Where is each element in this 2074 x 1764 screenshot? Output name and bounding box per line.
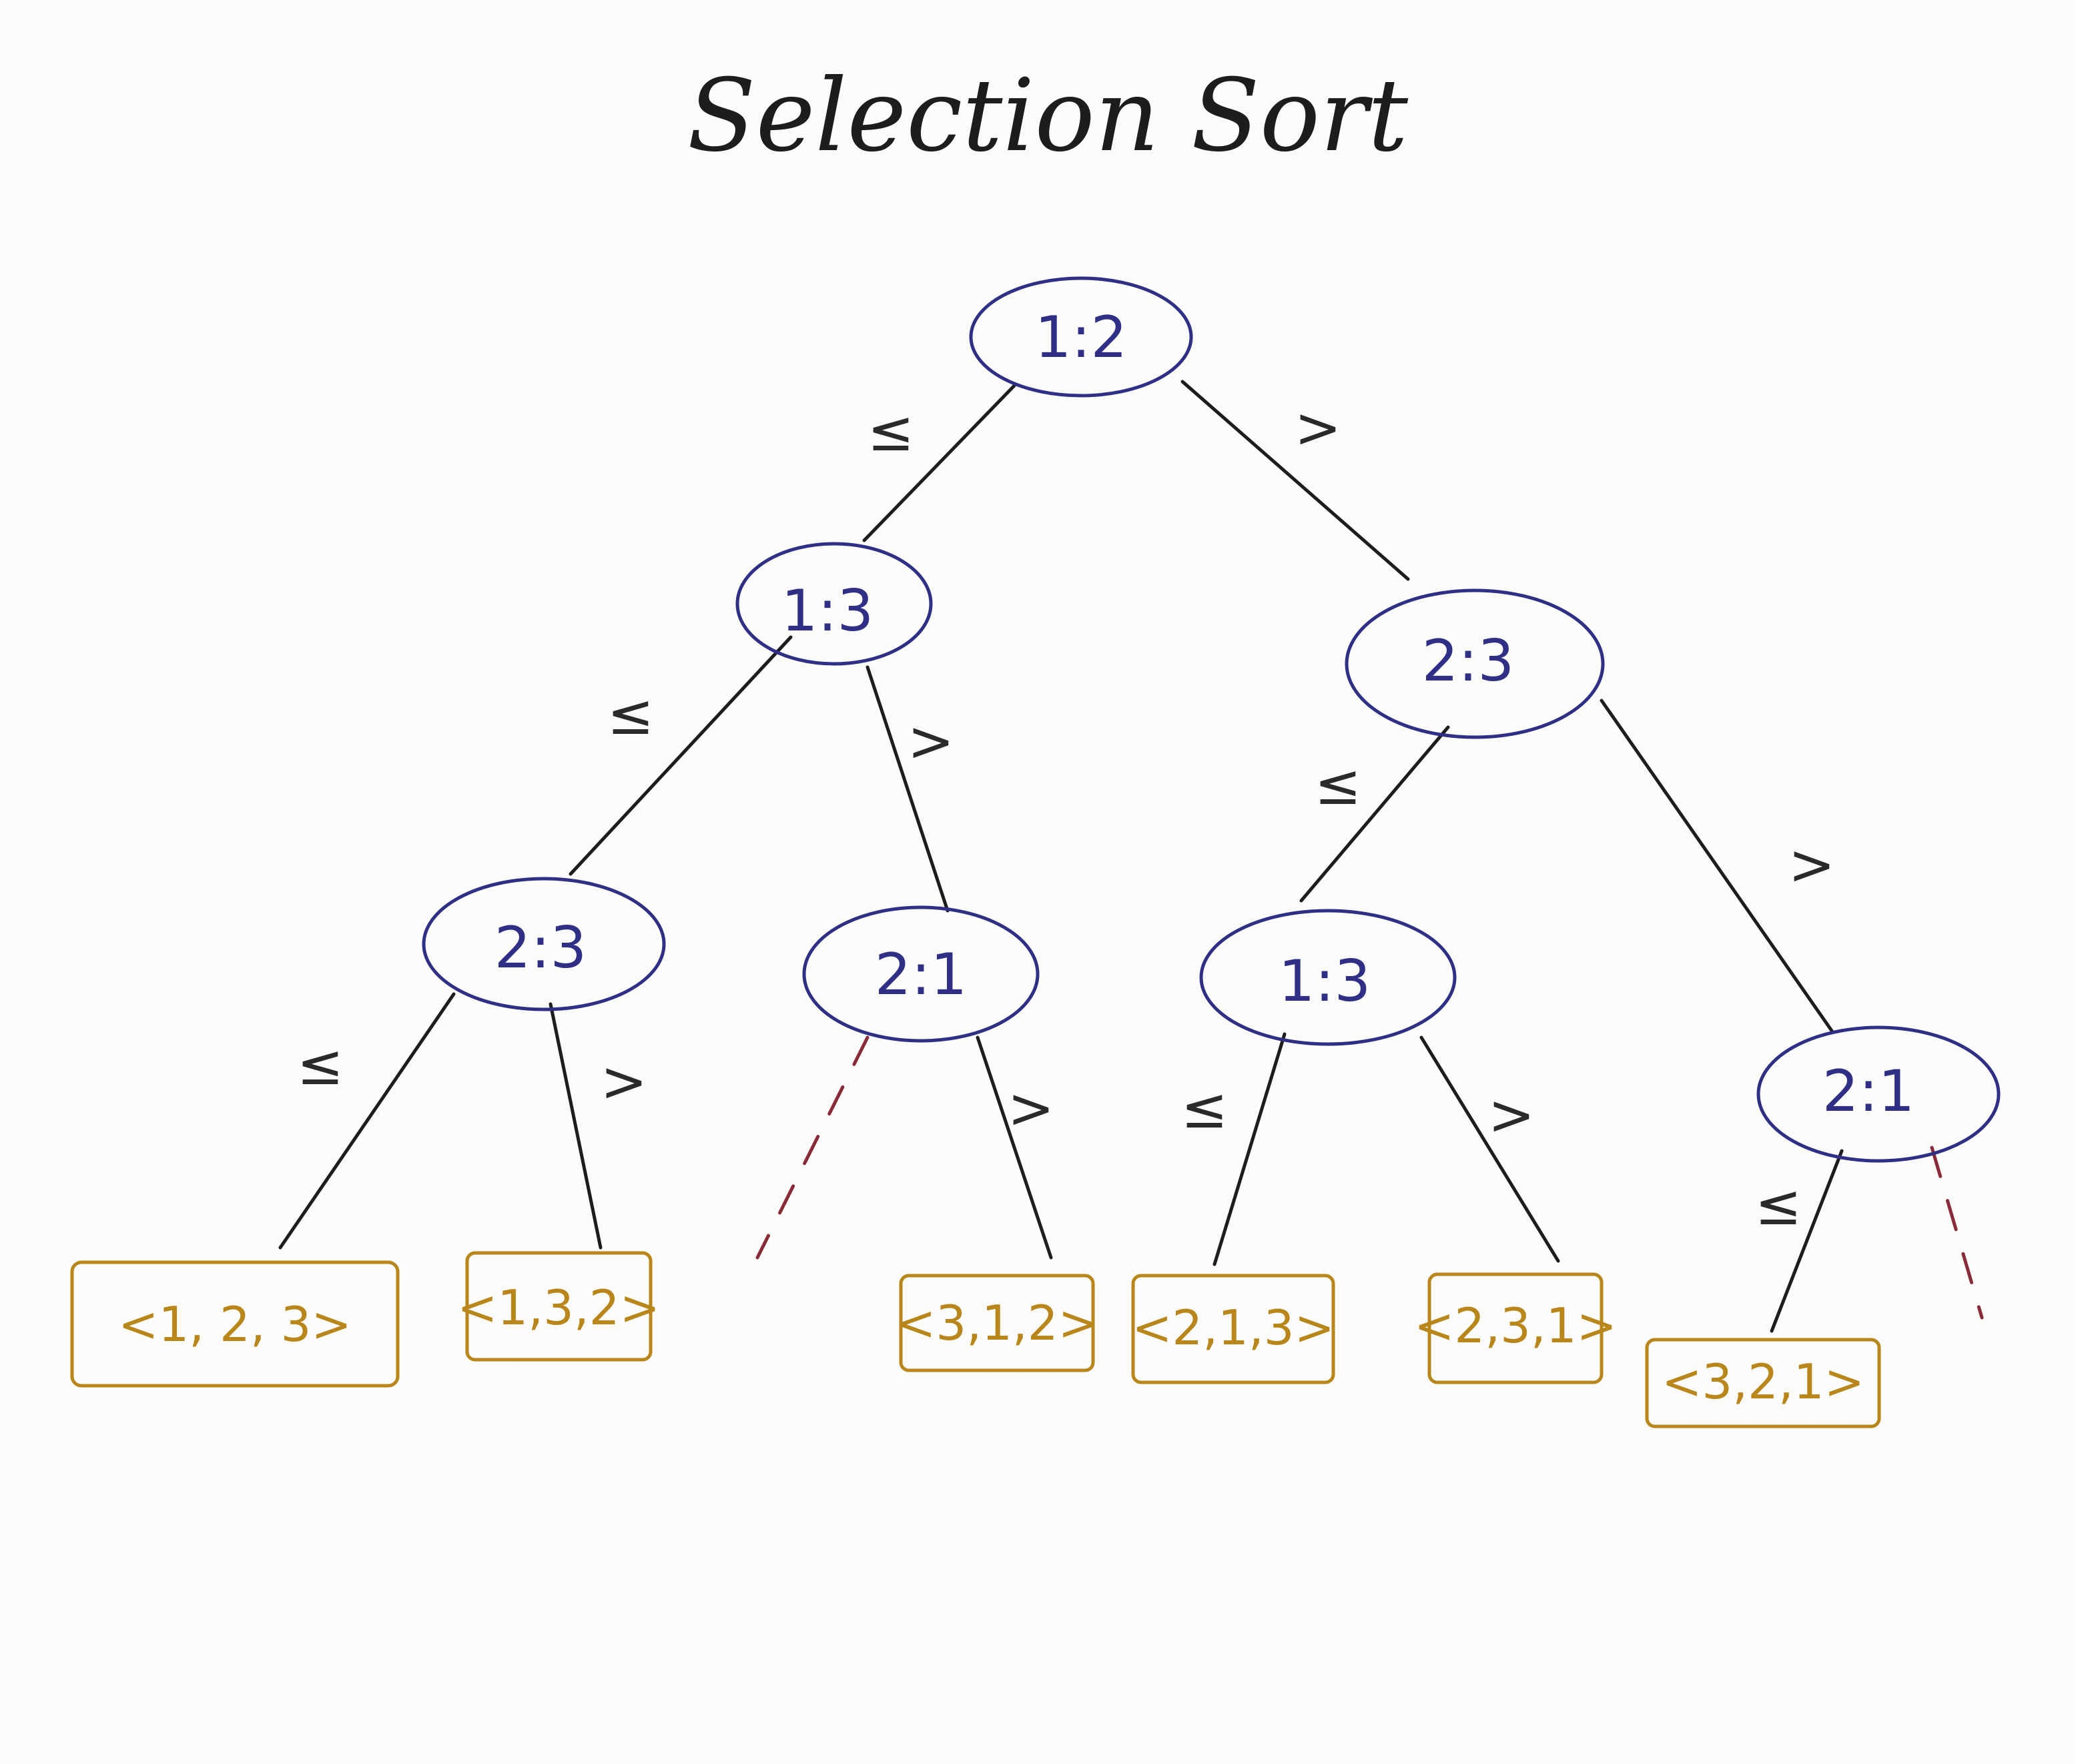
leaf-nodes: <1, 2, 3> <1,3,2> <3,1,2> <2,1,3> <2,3,1… xyxy=(70,1251,1881,1428)
node-ll-label: 2:3 xyxy=(494,915,587,981)
node-rl-ellipse xyxy=(1199,909,1457,1046)
node-root-ellipse xyxy=(969,276,1193,398)
dashed-edges xyxy=(755,1035,1984,1320)
node-rr: 2:1 xyxy=(1756,1025,2001,1163)
leaf-132-label: <1,3,2> xyxy=(457,1280,660,1336)
leaf-123: <1, 2, 3> xyxy=(70,1260,400,1388)
edges xyxy=(278,380,1844,1333)
node-rr-label: 2:1 xyxy=(1822,1058,1915,1125)
leaf-231-box xyxy=(1427,1272,1604,1384)
edge-lr-dashed xyxy=(755,1035,870,1260)
diagram-title: Selection Sort xyxy=(687,58,1409,174)
leaf-312-box xyxy=(899,1274,1095,1372)
edge-rl-to-leaf5 xyxy=(1419,1035,1560,1263)
node-ll-ellipse xyxy=(422,877,666,1011)
node-lr-ellipse xyxy=(802,905,1040,1043)
edge-label-right-le: ≤ xyxy=(1315,752,1361,817)
leaf-231-label: <2,3,1> xyxy=(1414,1298,1617,1354)
node-left-label: 1:3 xyxy=(781,578,874,644)
node-lr: 2:1 xyxy=(802,905,1040,1043)
edge-labels: ≤ > ≤ > ≤ > ≤ > > ≤ > ≤ xyxy=(297,395,1835,1238)
edge-lr-to-leaf3 xyxy=(976,1035,1053,1260)
edge-left-to-lr xyxy=(866,665,950,913)
leaf-321-box xyxy=(1645,1338,1881,1428)
edge-label-right-gt: > xyxy=(1788,832,1835,897)
edge-left-to-ll xyxy=(569,635,793,876)
leaf-231: <2,3,1> xyxy=(1414,1272,1617,1384)
edge-label-root-gt: > xyxy=(1295,395,1341,460)
internal-nodes: 1:2 1:3 2:3 2:3 2:1 1:3 2:1 xyxy=(422,276,2001,1163)
edge-label-rr-le: ≤ xyxy=(1755,1172,1802,1238)
edge-right-to-rl xyxy=(1299,725,1450,903)
edge-rr-dashed xyxy=(1930,1146,1984,1320)
edge-ll-to-leaf2 xyxy=(549,1002,603,1250)
edge-label-lr-gt: > xyxy=(1008,1075,1054,1141)
leaf-132-box xyxy=(465,1251,653,1362)
edge-label-ll-gt: > xyxy=(601,1049,647,1114)
node-rl: 1:3 xyxy=(1199,909,1457,1046)
node-left: 1:3 xyxy=(735,542,933,666)
edge-rl-to-leaf4 xyxy=(1213,1032,1287,1266)
node-rl-label: 1:3 xyxy=(1279,948,1371,1015)
edge-ll-to-leaf1 xyxy=(278,992,456,1250)
leaf-123-label: <1, 2, 3> xyxy=(118,1296,352,1352)
leaf-132: <1,3,2> xyxy=(457,1251,660,1362)
leaf-213-label: <2,1,3> xyxy=(1132,1300,1335,1356)
leaf-312: <3,1,2> xyxy=(896,1274,1098,1372)
leaf-312-label: <3,1,2> xyxy=(896,1295,1098,1351)
node-root: 1:2 xyxy=(969,276,1193,398)
node-lr-label: 2:1 xyxy=(875,941,967,1008)
edge-label-rl-le: ≤ xyxy=(1181,1075,1228,1141)
edge-label-rl-gt: > xyxy=(1488,1082,1535,1148)
node-right-label: 2:3 xyxy=(1422,628,1514,695)
edge-label-left-le: ≤ xyxy=(607,682,654,747)
leaf-123-box xyxy=(70,1260,400,1388)
leaf-321: <3,2,1> xyxy=(1645,1338,1881,1428)
leaf-213: <2,1,3> xyxy=(1131,1274,1335,1384)
edge-label-ll-le: ≤ xyxy=(297,1032,344,1097)
node-right-ellipse xyxy=(1345,588,1605,739)
edge-rr-to-leaf6 xyxy=(1770,1149,1844,1333)
edge-right-to-rr xyxy=(1600,699,1834,1033)
edge-label-left-gt: > xyxy=(908,709,954,774)
leaf-213-box xyxy=(1131,1274,1335,1384)
node-left-ellipse xyxy=(735,542,933,666)
edge-root-to-right xyxy=(1180,380,1410,581)
node-root-label: 1:2 xyxy=(1035,304,1127,371)
node-rr-ellipse xyxy=(1756,1025,2001,1163)
node-right: 2:3 xyxy=(1345,588,1605,739)
edge-label-root-le: ≤ xyxy=(868,398,914,464)
edge-root-to-left xyxy=(862,384,1016,542)
node-ll: 2:3 xyxy=(422,877,666,1011)
leaf-321-label: <3,2,1> xyxy=(1662,1354,1864,1410)
